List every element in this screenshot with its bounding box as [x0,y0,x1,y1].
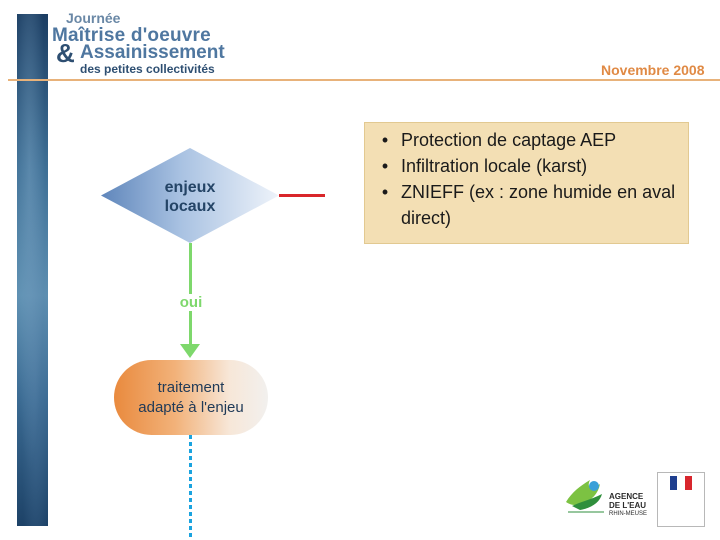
agence-name: AGENCE DE L'EAU RHIN-MEUSE [609,492,647,519]
decorative-water-strip [17,14,48,526]
bullet-box: • Protection de captage AEP • Infiltrati… [364,122,689,244]
decision-label-line1: enjeux [164,179,216,196]
agence-name-line3: RHIN-MEUSE [609,511,648,517]
bullet-item: • Protection de captage AEP [369,127,678,153]
header-ampersand: & [56,38,75,68]
arrow-down-icon [180,344,200,358]
agence-name-line2: DE L'EAU [609,501,647,510]
agence-name-line1: AGENCE [609,492,644,501]
header-title-line3: Assainissement [80,42,225,63]
bullet-dot-icon: • [381,182,389,202]
decision-label-line2: locaux [164,198,216,215]
agence-logo [566,480,604,513]
bullet-list: • Protection de captage AEP • Infiltrati… [369,127,678,231]
action-label-line2: adapté à l'enjeu [138,399,244,416]
header-date: Novembre 2008 [601,62,705,78]
decision-connector [279,194,325,197]
bullet-item: • ZNIEFF (ex : zone humide en aval direc… [369,179,678,231]
header-title-line2: Maîtrise d'oeuvre [52,25,211,46]
bullet-text: Infiltration locale (karst) [401,156,588,176]
bullet-item: • Infiltration locale (karst) [369,153,678,179]
decision-diamond [101,148,279,243]
bullet-dot-icon: • [381,156,389,176]
bullet-text: Protection de captage AEP [401,130,617,150]
header-title-line1: Journée [66,10,121,26]
action-label: traitement adapté à l'enjeu [114,378,268,418]
decision-label: enjeux locaux [131,178,249,216]
french-flag-icon [670,476,692,490]
action-label-line1: traitement [157,379,225,396]
bullet-dot-icon: • [381,130,389,150]
bullet-text: ZNIEFF (ex : zone humide en aval direct) [401,182,676,228]
yes-label: oui [172,294,210,311]
header-title-line4: des petites collectivités [80,62,215,76]
dotted-flow-line [189,435,192,540]
header-divider [8,79,720,81]
action-terminal [114,360,268,435]
